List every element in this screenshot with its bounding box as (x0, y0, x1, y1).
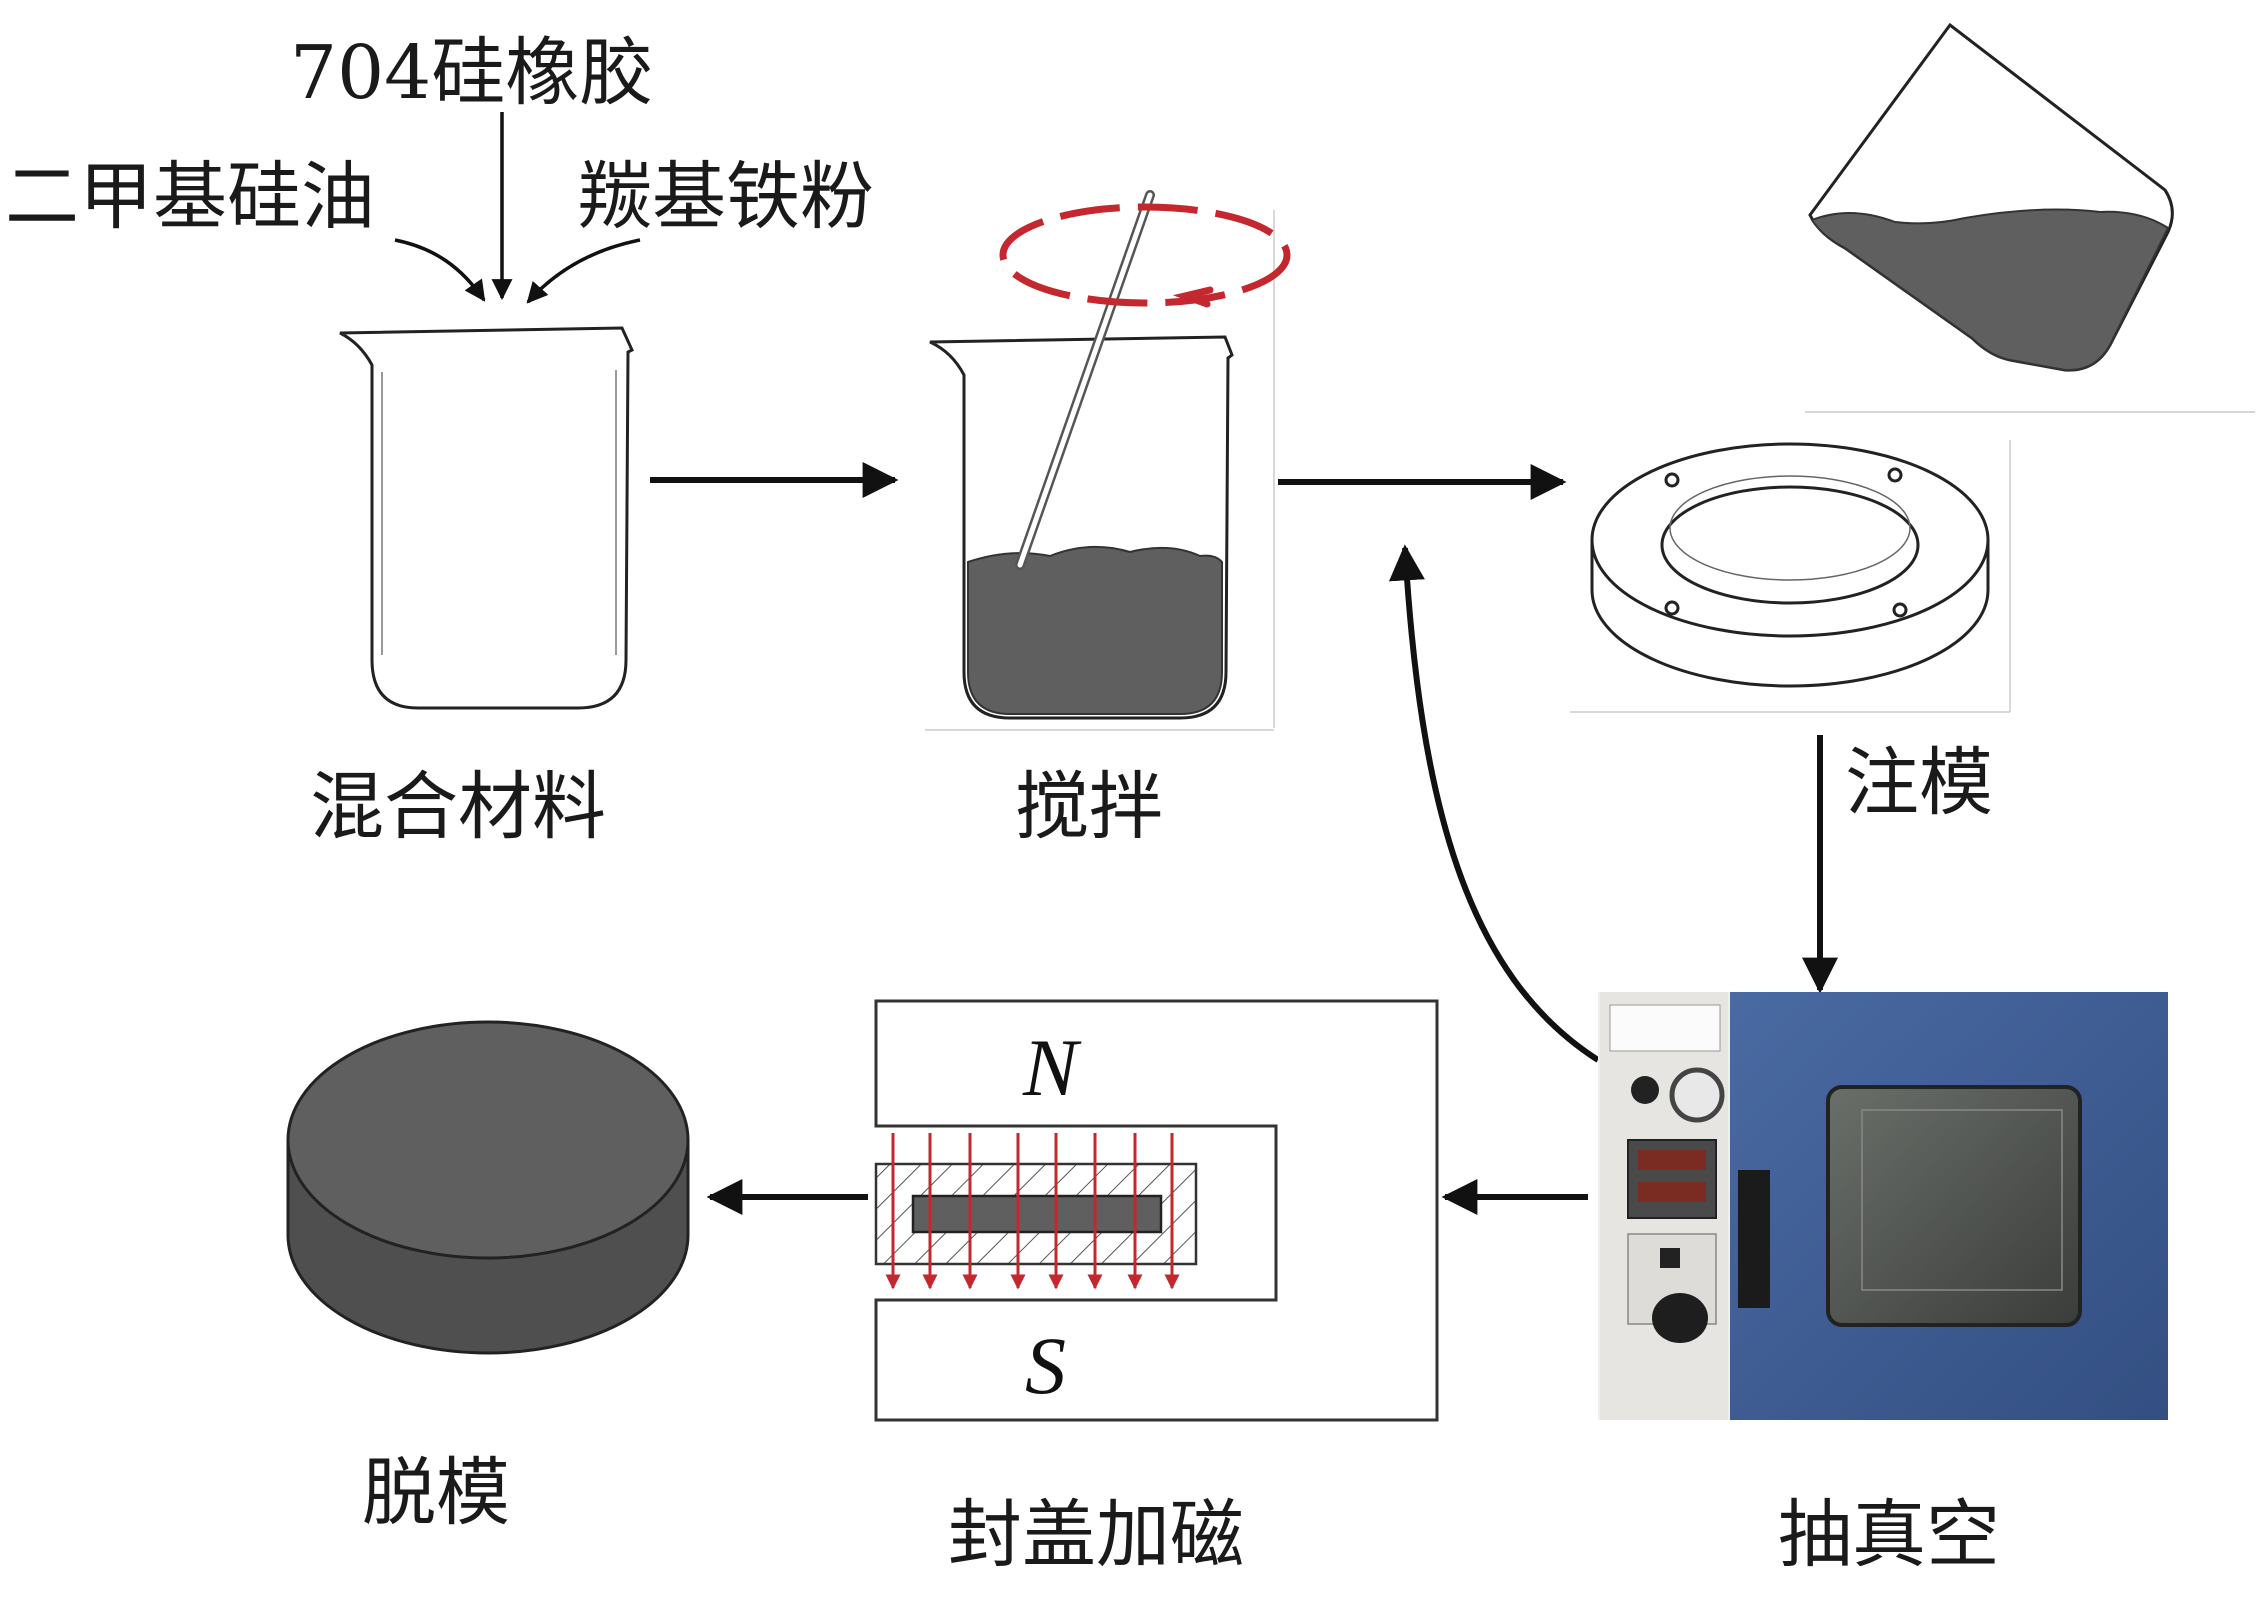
beaker-stirring (925, 190, 1291, 731)
oil-arrow (394, 238, 486, 302)
ingredient-rubber-label: 704硅橡胶 (290, 30, 653, 116)
ingredient-powder-label: 羰基铁粉 (578, 154, 874, 240)
stir-mixture (967, 545, 1223, 715)
step-inject-label: 注模 (1845, 740, 1993, 826)
beaker-empty (339, 326, 634, 710)
magnetic-field-arrows (885, 1133, 1180, 1290)
oven-door-handle (1738, 1170, 1770, 1308)
step-demold-label: 脱模 (362, 1450, 510, 1536)
ingredient-arrows (394, 112, 641, 304)
vacuum-oven (1598, 992, 2168, 1420)
beaker-pouring (1805, 22, 2255, 413)
powder-arrow (526, 238, 641, 304)
oven-knob (1652, 1293, 1708, 1343)
magnet-assembly: N S (874, 999, 1439, 1422)
oven-window (1826, 1085, 2082, 1327)
step-magnetize-label: 封盖加磁 (948, 1492, 1244, 1578)
mold-ring (1570, 440, 2011, 713)
oven-gauge (1669, 1067, 1725, 1123)
ingredient-oil-label: 二甲基硅油 (5, 154, 375, 240)
step-vacuum-label: 抽真空 (1778, 1492, 2000, 1578)
step-mix-label: 混合材料 (310, 764, 606, 850)
magnet-south-label: S (1025, 1320, 1066, 1411)
arrow-vacuum-return (1388, 544, 1600, 1063)
magnet-north-label: N (1022, 1022, 1082, 1113)
stir-rotation-ring (999, 203, 1291, 307)
demolded-disc (286, 1020, 690, 1355)
magnet-yoke (874, 999, 1439, 1422)
sample-in-mold (911, 1194, 1163, 1234)
step-stir-label: 搅拌 (1015, 764, 1163, 850)
